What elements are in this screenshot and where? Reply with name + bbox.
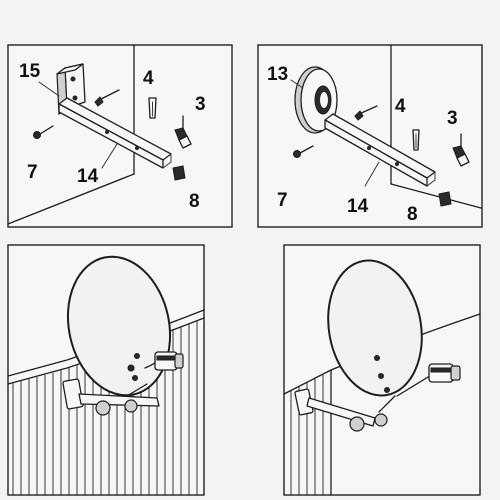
screw-part-4 <box>354 105 378 121</box>
label-3: 3 <box>195 94 206 115</box>
lnb-converter <box>396 363 461 397</box>
label-4: 4 <box>395 96 406 117</box>
bolt-part-7 <box>293 145 314 158</box>
leader-13 <box>290 79 304 89</box>
label-7: 7 <box>27 162 38 183</box>
label-3: 3 <box>447 108 458 129</box>
panel-disc-assembly: 13 4 3 7 14 8 <box>257 44 483 228</box>
wing-nut-part-3 <box>452 133 470 167</box>
wing-nut-part-3 <box>174 115 192 149</box>
label-14: 14 <box>77 166 99 187</box>
wall-anchor <box>148 97 157 119</box>
label-14: 14 <box>347 196 369 217</box>
label-15: 15 <box>19 61 41 82</box>
label-8: 8 <box>407 204 418 225</box>
leader-14 <box>364 161 380 187</box>
label-4: 4 <box>143 68 154 89</box>
wall-anchor <box>412 129 420 151</box>
end-cap-part-8 <box>172 165 186 181</box>
label-7: 7 <box>277 190 288 211</box>
end-cap-part-8 <box>438 191 452 207</box>
dish-mount-arm <box>62 378 160 416</box>
bolt-part-7 <box>33 125 54 139</box>
support-arm <box>324 113 436 187</box>
panel-dish-mounted-right <box>283 244 481 496</box>
satellite-dish <box>66 255 172 397</box>
lnb-converter <box>144 351 184 371</box>
panel-dish-mounted-left <box>7 244 205 496</box>
satellite-dish <box>327 259 423 397</box>
dish-mount-arm <box>294 388 396 432</box>
leader-15 <box>38 81 60 97</box>
disc-mount-part-13 <box>294 66 338 134</box>
label-13: 13 <box>267 64 288 85</box>
wall-floor-edge <box>390 183 482 209</box>
label-8: 8 <box>189 191 200 212</box>
panel-bracket-assembly: 15 4 3 7 14 8 <box>7 44 233 228</box>
support-arm <box>58 97 172 169</box>
screw-part-4 <box>94 89 120 107</box>
leader-14 <box>101 143 118 169</box>
wall-floor-edge <box>7 173 135 225</box>
